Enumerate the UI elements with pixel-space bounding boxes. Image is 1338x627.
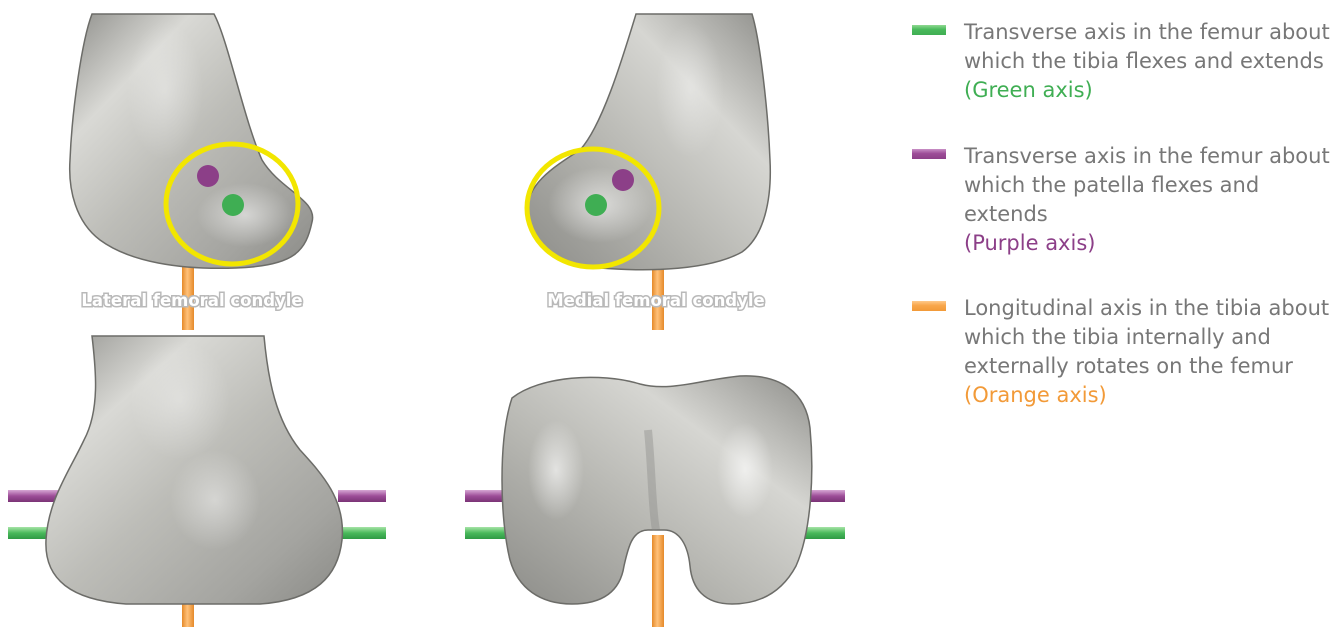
legend-axis-label-green: (Green axis) (964, 76, 1332, 105)
legend-item-purple: Transverse axis in the femur about which… (912, 142, 1332, 258)
legend-text-purple: Transverse axis in the femur about which… (964, 142, 1332, 229)
knee-axes-illustration: Lateral femoral condyle Medial femoral c… (0, 0, 870, 627)
green-axis-point-lateral (222, 194, 244, 216)
legend-text-green: Transverse axis in the femur about which… (964, 18, 1332, 76)
purple-axis-rod-left-b (338, 490, 386, 502)
green-axis-point-medial (585, 194, 607, 216)
legend-item-orange: Longitudinal axis in the tibia about whi… (912, 294, 1332, 410)
axis-legend: Transverse axis in the femur about which… (912, 18, 1332, 446)
purple-swatch-icon (912, 149, 946, 159)
femur-front-view-bone (46, 336, 343, 604)
medial-condyle-label: Medial femoral condyle (547, 291, 764, 310)
legend-axis-label-orange: (Orange axis) (964, 381, 1332, 410)
green-axis-rod-left-b (338, 527, 386, 539)
legend-item-green: Transverse axis in the femur about which… (912, 18, 1332, 105)
lateral-condyle-label: Lateral femoral condyle (81, 291, 302, 310)
lateral-condyle-bone (70, 14, 313, 268)
purple-axis-point-medial (612, 169, 634, 191)
green-swatch-icon (912, 25, 946, 35)
medial-condyle-bone (528, 14, 771, 270)
green-axis-rod-right-a (465, 527, 510, 539)
legend-text-orange: Longitudinal axis in the tibia about whi… (964, 294, 1332, 381)
purple-axis-point-lateral (197, 165, 219, 187)
legend-axis-label-purple: (Purple axis) (964, 229, 1332, 258)
orange-swatch-icon (912, 301, 946, 311)
orange-axis-rod-medial-bottom (652, 535, 664, 627)
